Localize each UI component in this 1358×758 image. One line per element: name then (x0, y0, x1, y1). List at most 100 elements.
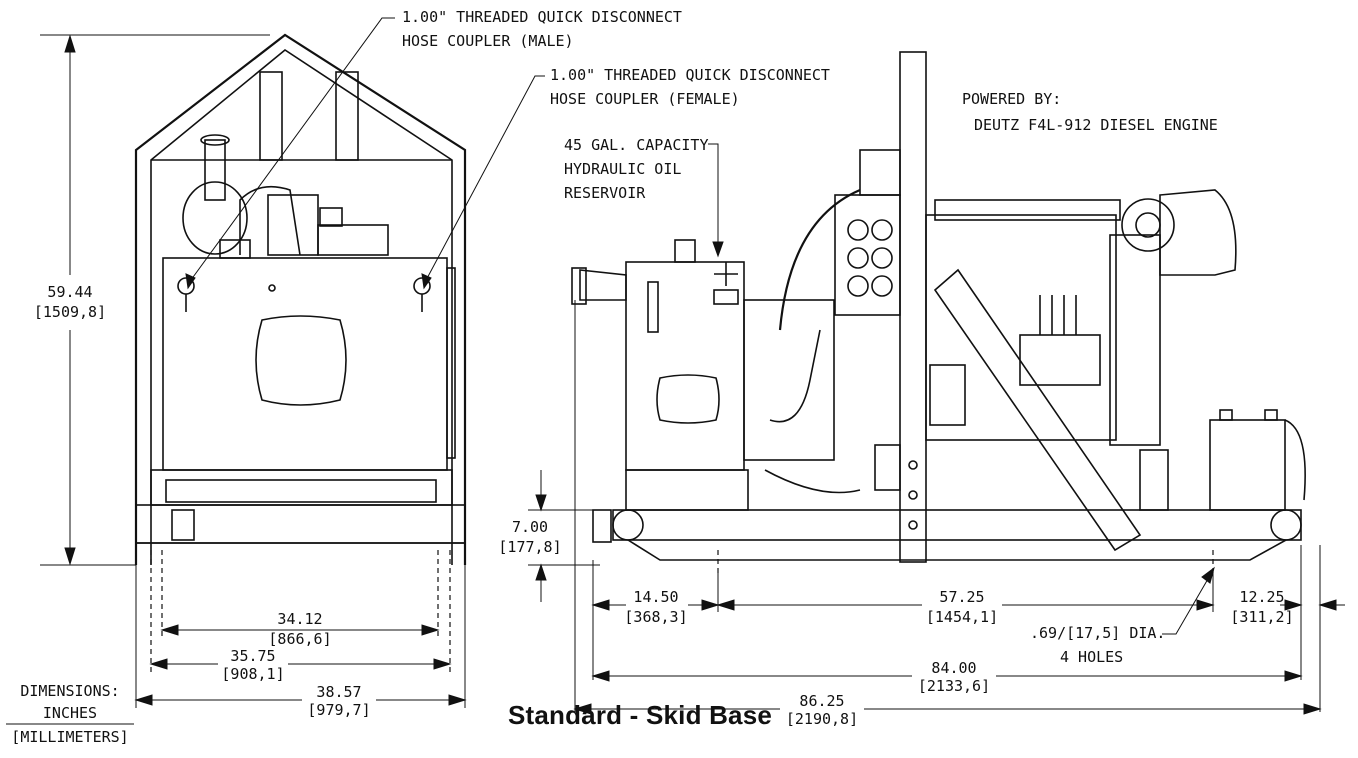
female-coupler-leader-arrow (421, 273, 432, 290)
side-battery-cable (1284, 419, 1306, 501)
side-skid-bottom (627, 539, 1287, 561)
w3-label-bg (302, 684, 376, 718)
side-diagonal-brace (933, 268, 1142, 552)
side-reservoir-cover (656, 374, 720, 424)
side-reservoir-port (713, 289, 739, 305)
w1-arrow-left (160, 624, 179, 636)
front-cage-outline (134, 33, 467, 565)
d5-arrow-left (573, 703, 592, 715)
units-inches: INCHES (43, 704, 97, 722)
d4-arrow-right (1284, 670, 1303, 682)
side-valve-port-3 (847, 247, 869, 269)
d5-dim-mm: [2190,8] (786, 710, 858, 728)
holes-label-1: .69/[17,5] DIA. (1030, 624, 1165, 642)
side-post-hole-3 (908, 520, 918, 530)
side-hose-2 (769, 329, 821, 423)
powered-by-label: POWERED BY: (962, 90, 1061, 108)
side-sight-gauge (647, 281, 659, 333)
side-valve-port-5 (847, 275, 869, 297)
side-battery (1209, 419, 1286, 511)
side-engine-block (925, 214, 1117, 441)
d2-dim-in: 57.25 (939, 588, 984, 606)
side-hose-3 (764, 469, 861, 494)
side-lift-post (899, 51, 927, 563)
d4-dim-mm: [2133,6] (918, 677, 990, 695)
w2-dim-mm: [908,1] (221, 665, 284, 683)
side-filter-canister (1139, 449, 1169, 511)
side-reservoir (625, 261, 745, 471)
units-legend: DIMENSIONS: INCHES [MILLIMETERS] (6, 682, 134, 746)
front-exhaust (204, 139, 226, 201)
d3-arrow-right (1318, 599, 1337, 611)
w1-dim-in: 34.12 (277, 610, 322, 628)
reservoir-leader (708, 143, 719, 252)
side-post-hole-2 (908, 490, 918, 500)
front-coupler-block (219, 239, 251, 259)
w2-dim-in: 35.75 (230, 647, 275, 665)
front-lift-post-1 (259, 71, 283, 161)
side-reservoir-base (625, 469, 749, 511)
d5-label-bg (780, 693, 864, 727)
side-cooling-fan-hub (1135, 212, 1161, 238)
d5-dim-in: 86.25 (799, 692, 844, 710)
side-callouts: POWERED BY: DEUTZ F4L-912 DIESEL ENGINE … (564, 90, 1218, 666)
side-fuel-filter (929, 364, 966, 426)
side-exhaust (859, 149, 901, 196)
skid-h-arrow-top (535, 494, 547, 512)
front-engine-side (317, 224, 389, 256)
reservoir-label-3: RESERVOIR (564, 184, 646, 202)
front-engine-block (267, 194, 319, 256)
d4-dim-in: 84.00 (931, 659, 976, 677)
d2-dim-mm: [1454,1] (926, 608, 998, 626)
d3-dim-mm: [311,2] (1230, 608, 1293, 626)
drawing-title: Standard - Skid Base (507, 700, 773, 730)
front-tank-side (446, 267, 456, 459)
female-coupler-label-1: 1.00" THREADED QUICK DISCONNECT (550, 66, 830, 84)
front-filter (319, 207, 343, 227)
reservoir-label-2: HYDRAULIC OIL (564, 160, 681, 178)
skid-h-arrow-bottom (535, 563, 547, 581)
side-skid-roller-left (612, 509, 644, 541)
d1-arrow-left (591, 599, 610, 611)
units-millimeters: [MILLIMETERS] (11, 728, 128, 746)
front-inspection-cover (255, 315, 347, 406)
height-arrow-bottom (64, 547, 76, 566)
engine-model-label: DEUTZ F4L-912 DIESEL ENGINE (974, 116, 1218, 134)
reservoir-label-1: 45 GAL. CAPACITY (564, 136, 709, 154)
female-coupler-leader (423, 75, 545, 285)
front-hose (239, 185, 301, 256)
male-coupler-label-1: 1.00" THREADED QUICK DISCONNECT (402, 8, 682, 26)
side-reservoir-cap (674, 239, 696, 263)
w3-arrow-right (448, 694, 467, 706)
male-coupler-leader-arrow (185, 273, 196, 290)
side-engine-head (934, 199, 1121, 221)
coupler-callouts: 1.00" THREADED QUICK DISCONNECT HOSE COU… (185, 8, 830, 290)
w1-dim-mm: [866,6] (268, 630, 331, 648)
front-lift-post-2 (335, 71, 359, 161)
male-coupler-leader (187, 17, 395, 285)
front-tank-bolt (268, 284, 276, 292)
side-battery-post-1 (1219, 409, 1233, 421)
side-valve-port-6 (871, 275, 893, 297)
side-battery-post-2 (1264, 409, 1278, 421)
side-valve-port-2 (871, 219, 893, 241)
female-coupler-label-2: HOSE COUPLER (FEMALE) (550, 90, 740, 108)
height-dim-in: 59.44 (47, 283, 92, 301)
side-cooling-fan (1121, 198, 1175, 252)
front-cage-inner (150, 49, 453, 565)
side-dimensions: 7.00 [177,8] 14.50 [368,3] 57.25 [1454,1… (498, 300, 1345, 728)
reservoir-leader-arrow (712, 241, 724, 258)
w3-dim-in: 38.57 (316, 683, 361, 701)
skid-h-dim-mm: [177,8] (498, 538, 561, 556)
side-skid-end (592, 509, 612, 543)
side-injection-pump (1019, 334, 1101, 386)
holes-leader (1162, 571, 1213, 635)
d4-label-bg (912, 660, 996, 694)
d2-arrow-right (1196, 599, 1215, 611)
side-post-hole-1 (908, 460, 918, 470)
holes-label-2: 4 HOLES (1060, 648, 1123, 666)
w1-arrow-right (421, 624, 440, 636)
front-lower-panel (150, 469, 453, 506)
front-view: 59.44 [1509,8] 34.12 [866,6] 35.75 [908,… (34, 33, 467, 719)
